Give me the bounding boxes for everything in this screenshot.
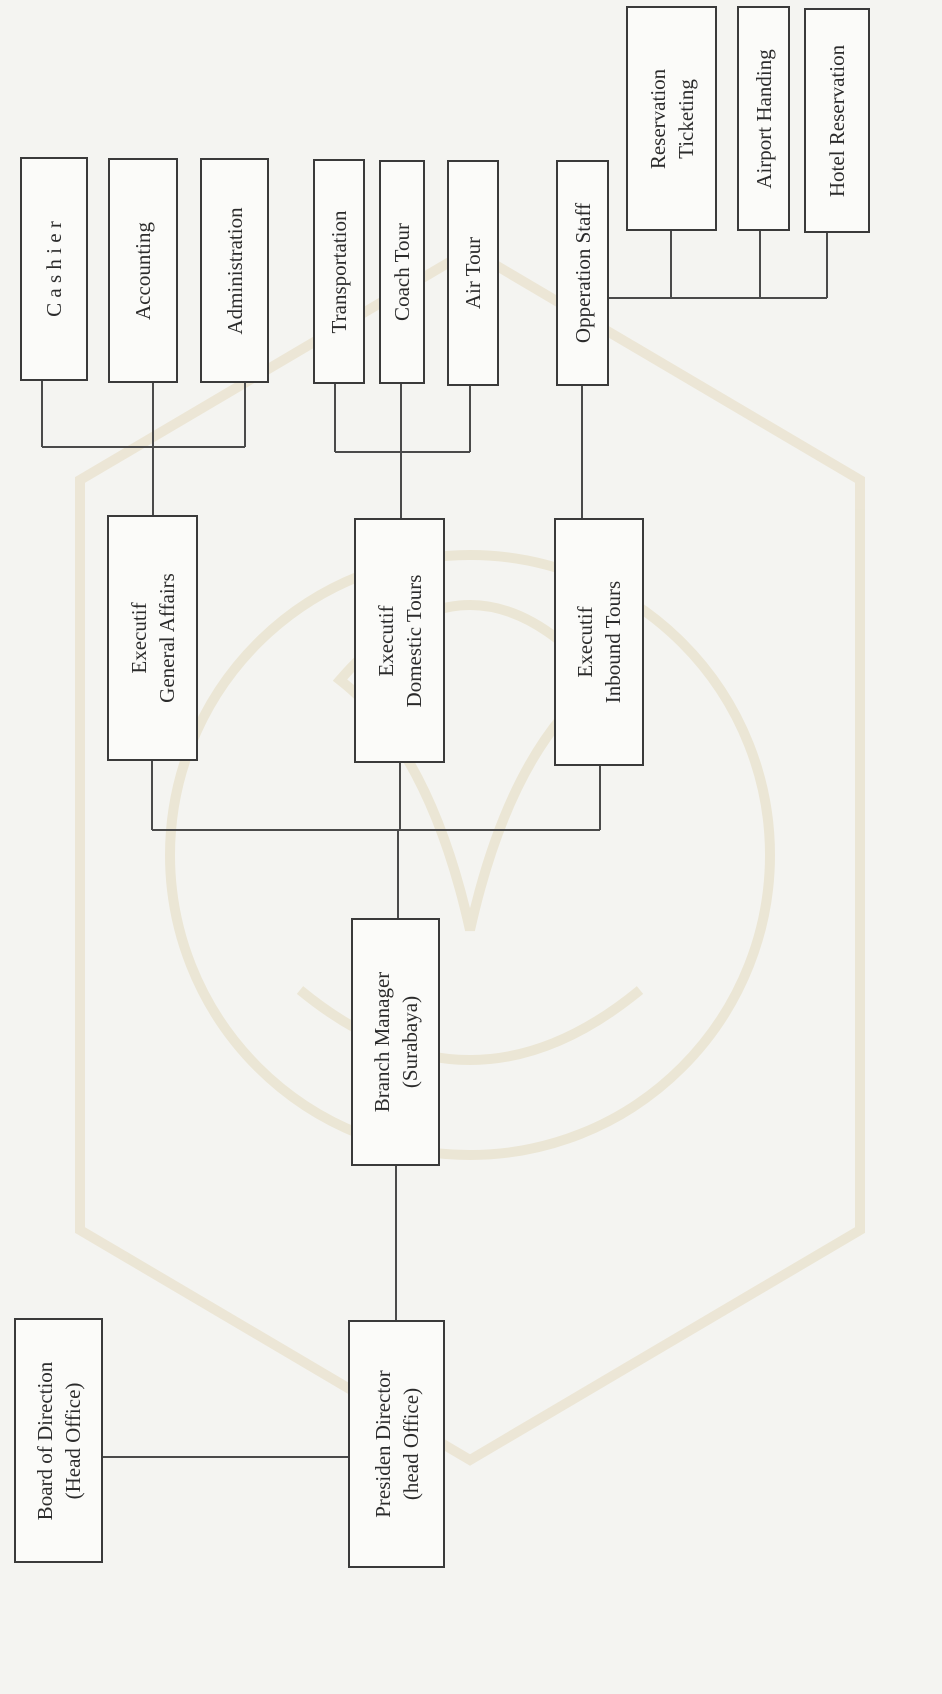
executif-domestic-tours-box: Executif Domestic Tours (354, 518, 445, 763)
hotel-reservation-box: Hotel Reservation (804, 8, 870, 233)
reservation-ticketing-box: Reservation Ticketing (626, 6, 717, 231)
operation-staff-box: Opperation Staff (556, 160, 609, 386)
executif-inbound-tours-label: Executif Inbound Tours (573, 580, 625, 704)
branch-manager-box: Branch Manager (Surabaya) (351, 918, 440, 1166)
coach-tour-label: Coach Tour (390, 223, 414, 321)
accounting-box: Accounting (108, 158, 178, 383)
administration-label: Administration (222, 206, 247, 335)
executif-general-affairs-label: Executif General Affairs (126, 573, 179, 703)
board-of-direction-label: Board of Direction (Head Office) (32, 1361, 85, 1520)
reservation-ticketing-label: Reservation Ticketing (645, 68, 698, 169)
air-tour-box: Air Tour (447, 160, 499, 386)
presiden-director-label: Presiden Director (head Office) (370, 1370, 423, 1518)
executif-domestic-tours-label: Executif Domestic Tours (373, 574, 426, 707)
airport-handing-box: Airport Handing (737, 6, 790, 231)
branch-manager-label: Branch Manager (Surabaya) (369, 971, 422, 1113)
hotel-reservation-label: Hotel Reservation (825, 44, 849, 197)
executif-inbound-tours-box: Executif Inbound Tours (554, 518, 644, 766)
accounting-label: Accounting (131, 221, 155, 320)
operation-staff-label: Opperation Staff (570, 202, 595, 344)
air-tour-label: Air Tour (461, 236, 485, 310)
transportation-box: Transportation (313, 159, 365, 384)
watermark-logo (75, 244, 865, 1466)
transportation-label: Transportation (327, 210, 351, 333)
cashier-label: C a s h i e r (42, 221, 66, 317)
administration-box: Administration (200, 158, 269, 383)
board-of-direction-box: Board of Direction (Head Office) (14, 1318, 103, 1563)
cashier-box: C a s h i e r (20, 157, 88, 381)
presiden-director-box: Presiden Director (head Office) (348, 1320, 445, 1568)
coach-tour-box: Coach Tour (379, 160, 425, 384)
airport-handing-label: Airport Handing (751, 48, 776, 189)
executif-general-affairs-box: Executif General Affairs (107, 515, 198, 761)
